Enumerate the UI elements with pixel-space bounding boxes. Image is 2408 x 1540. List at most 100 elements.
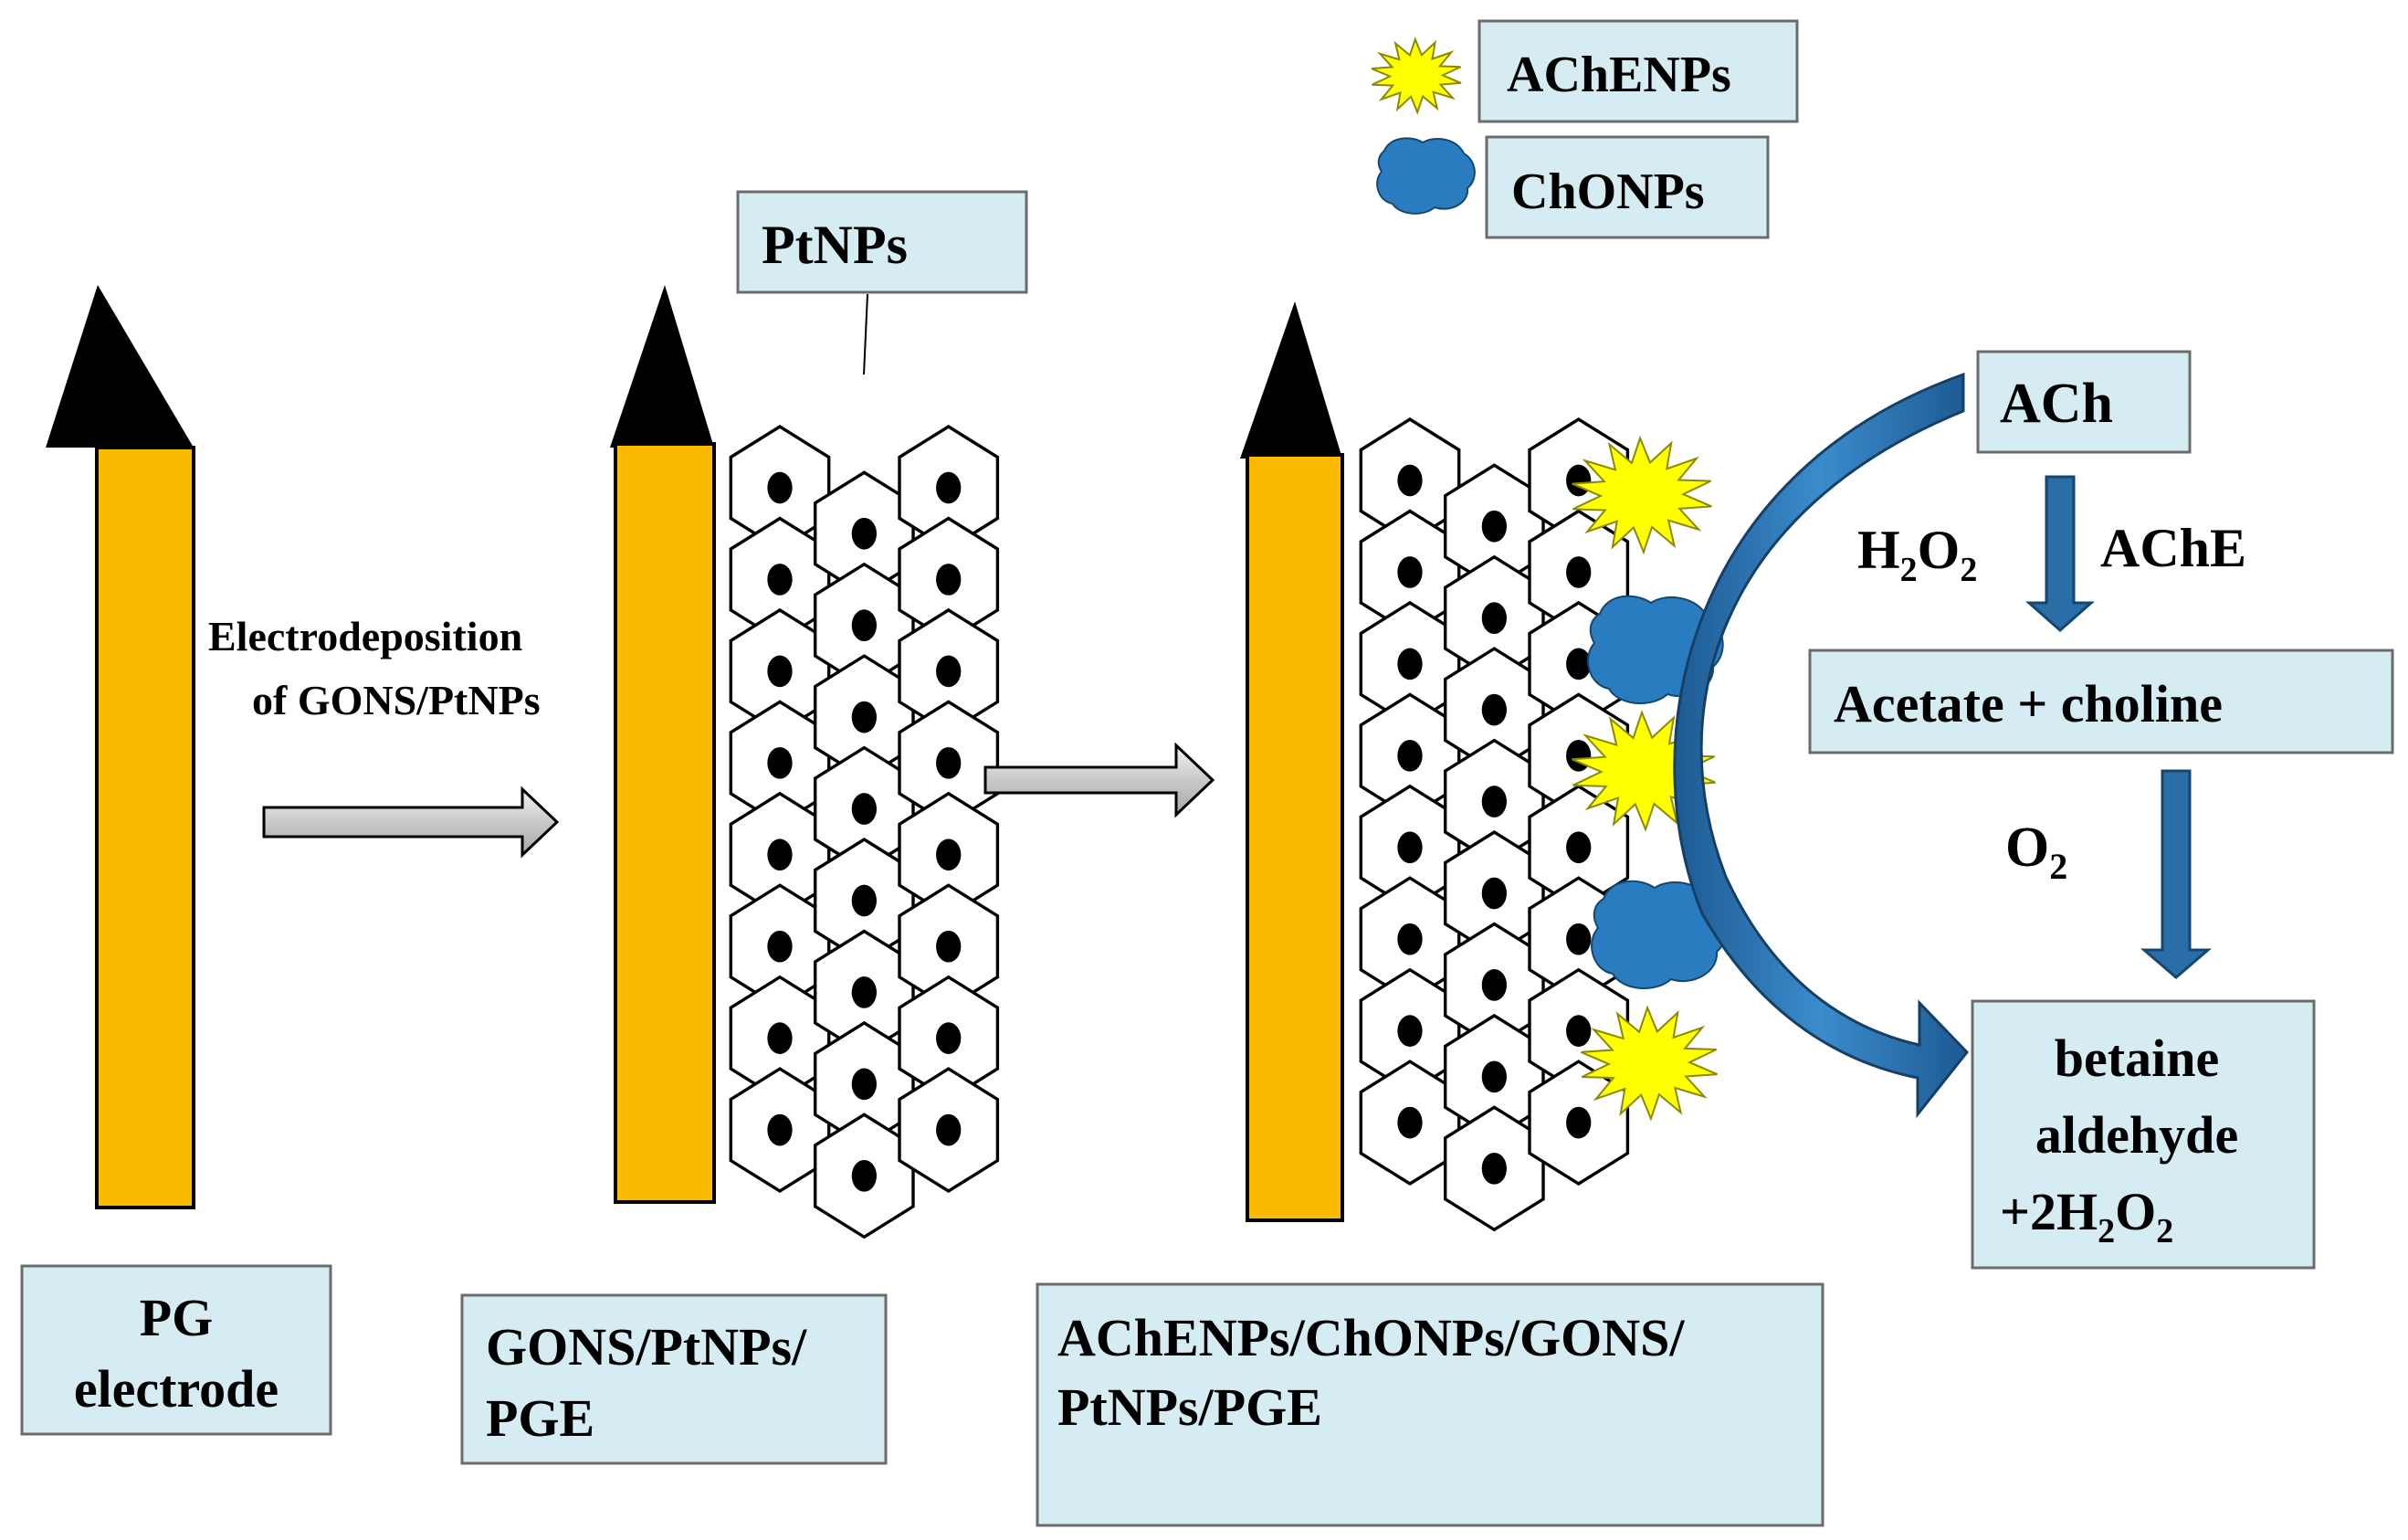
platinum-nanoparticle-dot: [1397, 556, 1423, 588]
platinum-nanoparticle-dot: [1481, 602, 1507, 635]
platinum-nanoparticle-dot: [1397, 648, 1423, 680]
process-arrow-1: [262, 786, 560, 859]
betaine-box: [1971, 999, 2316, 1270]
blob-particle-icon: [1591, 880, 1728, 990]
platinum-nanoparticle-dot: [936, 839, 962, 871]
enzyme-caption-line-2: PtNPs/PGE: [1057, 1377, 1322, 1437]
pg-electrode-body: [95, 446, 195, 1209]
starburst-particle-icon: [1371, 37, 1462, 115]
pg-caption-line-1: PG: [140, 1288, 214, 1347]
acetate-label: Acetate + choline: [1834, 674, 2223, 733]
platinum-nanoparticle-dot: [1481, 969, 1507, 1001]
enzyme-electrode-body: [1246, 453, 1344, 1222]
enzyme-electrode-tip: [1240, 301, 1342, 459]
enzyme-electrode-caption: AChENPs/ChONPs/GONS/ PtNPs/PGE: [1036, 1282, 1824, 1527]
platinum-nanoparticle-dot: [936, 1022, 962, 1054]
ptnps-callout: PtNPs: [736, 190, 1028, 375]
gons-caption-box: [460, 1293, 888, 1465]
legend-chon-box: [1485, 135, 1770, 239]
platinum-nanoparticle-dot: [1397, 1015, 1423, 1047]
down-arrow-1: [2025, 475, 2095, 633]
platinum-nanoparticle-dot: [1481, 786, 1507, 817]
platinum-nanoparticle-dot: [851, 1068, 877, 1101]
platinum-nanoparticle-dot: [767, 655, 793, 688]
platinum-nanoparticle-dot: [936, 564, 962, 596]
graphene-oxide-lattice-2: [1359, 417, 1630, 1232]
platinum-nanoparticle-dot: [1481, 510, 1507, 543]
ptnps-box: [736, 190, 1028, 294]
gons-caption-line-1: GONS/PtNPs/: [486, 1317, 807, 1377]
platinum-nanoparticle-dot: [767, 471, 793, 504]
gons-caption-line-2: PGE: [486, 1388, 594, 1448]
platinum-nanoparticle-dot: [1566, 1106, 1592, 1139]
platinum-nanoparticle-dot: [851, 1159, 877, 1192]
platinum-nanoparticle-dot: [1566, 739, 1592, 772]
electrodeposition-label-2: of GONS/PtNPs: [252, 677, 541, 723]
platinum-nanoparticle-dot: [767, 1022, 793, 1054]
process-arrow-2: [983, 742, 1215, 818]
pg-electrode: [46, 285, 195, 1209]
platinum-nanoparticle-dot: [1481, 1152, 1507, 1185]
platinum-nanoparticle-dot: [936, 930, 962, 963]
platinum-nanoparticle-dot: [851, 701, 877, 733]
platinum-nanoparticle-dot: [767, 930, 793, 963]
ptnps-label: PtNPs: [762, 215, 908, 275]
graphene-oxide-lattice-1: [729, 424, 1000, 1239]
platinum-nanoparticle-dot: [851, 793, 877, 825]
reaction-scheme: ACh H2O2 AChE Acetate + choline O2 betai…: [1673, 350, 2394, 1270]
chon-nanoparticles: [1376, 137, 1728, 990]
betaine-line-2: aldehyde: [2035, 1105, 2238, 1165]
enzyme-electrode: [1240, 301, 1344, 1222]
platinum-nanoparticle-dot: [1397, 1106, 1423, 1139]
ache-enzyme-label: AChE: [2100, 518, 2246, 578]
platinum-nanoparticle-dot: [767, 839, 793, 871]
gons-electrode-tip: [610, 285, 714, 448]
platinum-nanoparticle-dot: [1566, 831, 1592, 864]
platinum-nanoparticle-dot: [1397, 464, 1423, 497]
platinum-nanoparticle-dot: [767, 746, 793, 779]
curved-arrow-icon: [1673, 372, 1969, 1119]
betaine-line-1: betaine: [2055, 1028, 2219, 1088]
ach-label: ACh: [2000, 373, 2113, 435]
platinum-nanoparticle-dot: [851, 609, 877, 642]
platinum-nanoparticle-dot: [1397, 739, 1423, 772]
betaine-line-3: +2H2O2: [2000, 1182, 2173, 1250]
platinum-nanoparticle-dot: [936, 746, 962, 779]
enzyme-caption-line-1: AChENPs/ChONPs/GONS/: [1057, 1308, 1685, 1367]
acetate-box: [1808, 649, 2394, 754]
platinum-nanoparticle-dot: [1566, 648, 1592, 680]
platinum-nanoparticle-dot: [1566, 1015, 1592, 1047]
pg-caption-line-2: electrode: [74, 1359, 279, 1419]
ptnps-pointer-line: [863, 293, 868, 375]
legend-ache-box: [1477, 19, 1799, 123]
platinum-nanoparticle-dot: [851, 884, 877, 917]
platinum-nanoparticle-dot: [1481, 877, 1507, 910]
platinum-nanoparticle-dot: [1481, 1060, 1507, 1093]
platinum-nanoparticle-dot: [767, 564, 793, 596]
legend-chon-label: ChONPs: [1511, 163, 1705, 220]
gons-electrode: [610, 285, 716, 1204]
down-arrow-2: [2140, 769, 2213, 979]
legend: AChENPs ChONPs: [1477, 19, 1799, 239]
electrodeposition-label: Electrodeposition: [208, 613, 522, 659]
platinum-nanoparticle-dot: [1397, 923, 1423, 955]
platinum-nanoparticle-dot: [936, 1113, 962, 1146]
platinum-nanoparticle-dot: [1566, 923, 1592, 955]
pg-electrode-caption: PG electrode: [20, 1264, 332, 1436]
starburst-particle-icon: [1581, 1005, 1718, 1122]
platinum-nanoparticle-dot: [1566, 556, 1592, 588]
pg-caption-box: [20, 1264, 332, 1436]
blob-particle-icon: [1376, 137, 1476, 215]
platinum-nanoparticle-dot: [851, 517, 877, 550]
o2-label: O2: [2005, 817, 2067, 887]
platinum-nanoparticle-dot: [936, 655, 962, 688]
platinum-nanoparticle-dot: [767, 1113, 793, 1146]
platinum-nanoparticle-dot: [851, 976, 877, 1008]
platinum-nanoparticle-dot: [1566, 464, 1592, 497]
gons-electrode-caption: GONS/PtNPs/ PGE: [460, 1293, 888, 1465]
platinum-nanoparticle-dot: [936, 471, 962, 504]
platinum-nanoparticle-dot: [1397, 831, 1423, 864]
gons-electrode-body: [614, 442, 716, 1204]
legend-ache-label: AChENPs: [1507, 47, 1731, 103]
